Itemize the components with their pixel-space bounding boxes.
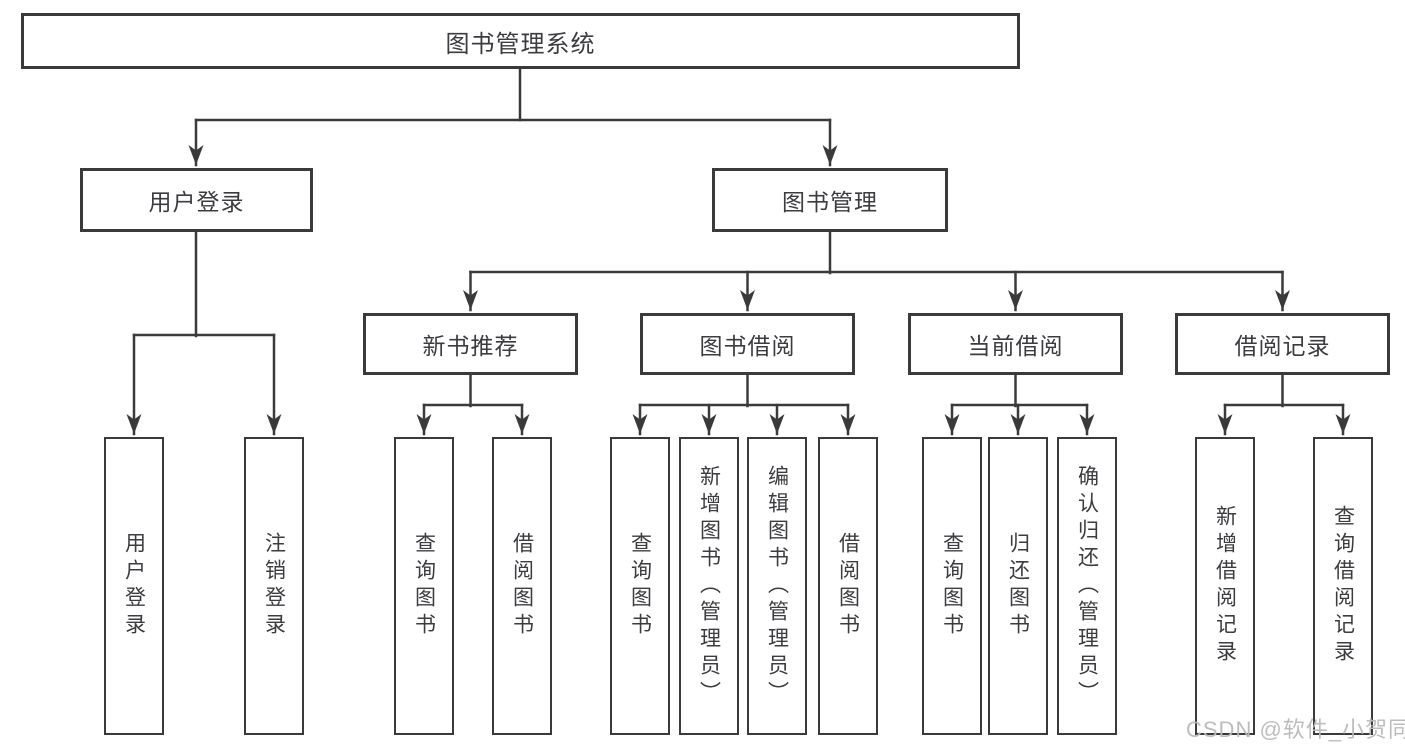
leaf-return-book: 归还图书 (988, 437, 1048, 735)
node-root-label: 图书管理系统 (445, 30, 596, 58)
leaf-add-borrow-record: 新增借阅记录 (1195, 437, 1255, 735)
node-user-login-label: 用户登录 (148, 189, 245, 215)
node-new-book-recommend-label: 新书推荐 (422, 333, 519, 359)
node-borrow-records-label: 借阅记录 (1234, 333, 1331, 359)
leaf-add-book-admin-label: 新增图书（管理员） (697, 464, 721, 708)
leaf-query-books-current-label: 查询图书 (940, 532, 964, 640)
leaf-logout: 注销登录 (244, 437, 304, 735)
leaf-confirm-return-admin: 确认归还（管理员） (1057, 437, 1117, 735)
leaf-edit-book-admin: 编辑图书（管理员） (747, 437, 807, 735)
node-current-borrow: 当前借阅 (908, 313, 1123, 375)
leaf-user-login-label: 用户登录 (122, 532, 146, 640)
node-book-borrow: 图书借阅 (640, 313, 855, 375)
node-borrow-records: 借阅记录 (1175, 313, 1390, 375)
leaf-edit-book-admin-label: 编辑图书（管理员） (765, 464, 789, 708)
watermark-text: CSDN @软件_小贺同学 (1186, 717, 1405, 742)
leaf-logout-label: 注销登录 (262, 532, 286, 640)
leaf-borrow-books-recommend: 借阅图书 (492, 437, 552, 735)
node-book-borrow-label: 图书借阅 (699, 333, 796, 359)
node-current-borrow-label: 当前借阅 (967, 333, 1064, 359)
leaf-return-book-label: 归还图书 (1006, 532, 1030, 640)
node-book-management-label: 图书管理 (782, 189, 878, 215)
leaf-query-books-borrow: 查询图书 (610, 437, 670, 735)
leaf-borrow-books-label: 借阅图书 (836, 532, 860, 640)
node-book-management: 图书管理 (712, 168, 948, 232)
leaf-query-borrow-record: 查询借阅记录 (1313, 437, 1373, 735)
leaf-query-borrow-record-label: 查询借阅记录 (1331, 505, 1355, 667)
leaf-query-books-recommend-label: 查询图书 (412, 532, 436, 640)
leaf-query-books-recommend: 查询图书 (394, 437, 454, 735)
leaf-query-books-current: 查询图书 (922, 437, 982, 735)
leaf-user-login: 用户登录 (104, 437, 164, 735)
node-new-book-recommend: 新书推荐 (363, 313, 578, 375)
leaf-borrow-books: 借阅图书 (818, 437, 878, 735)
node-root: 图书管理系统 (21, 13, 1020, 69)
leaf-borrow-books-recommend-label: 借阅图书 (510, 532, 534, 640)
leaf-add-borrow-record-label: 新增借阅记录 (1213, 505, 1237, 667)
leaf-add-book-admin: 新增图书（管理员） (679, 437, 739, 735)
leaf-confirm-return-admin-label: 确认归还（管理员） (1075, 464, 1099, 708)
node-user-login: 用户登录 (80, 168, 313, 232)
leaf-query-books-borrow-label: 查询图书 (628, 532, 652, 640)
